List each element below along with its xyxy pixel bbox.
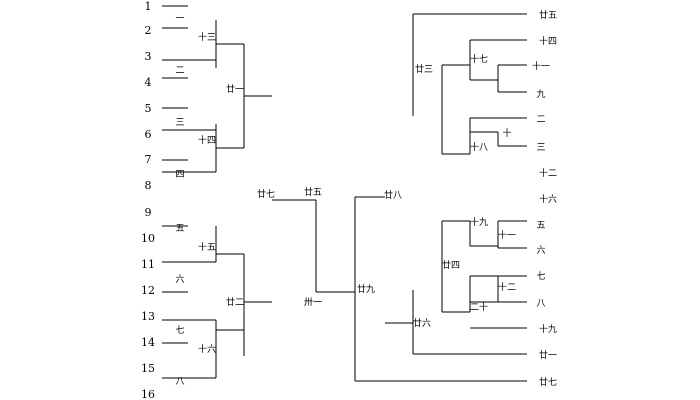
entry-label: 九 <box>536 89 545 100</box>
match-label: 六 <box>175 273 184 285</box>
row-number: 14 <box>141 336 155 349</box>
entry-label: 十六 <box>539 193 557 205</box>
row-number: 10 <box>141 232 155 245</box>
row-number: 7 <box>145 153 152 166</box>
row-number: 5 <box>145 102 152 115</box>
match-label: 一 <box>175 14 184 24</box>
entry-label: 七 <box>536 271 545 282</box>
entry-label: 十二 <box>539 167 557 179</box>
match-label: 廿八 <box>384 189 402 201</box>
entry-label: 廿一 <box>539 349 557 361</box>
bracket-lines <box>162 5 527 382</box>
entry-label: 十九 <box>539 323 557 335</box>
match-label: 十六 <box>198 343 216 355</box>
match-label: 十七 <box>470 53 488 65</box>
row-numbers: 1 2 3 4 5 6 7 8 9 10 11 12 13 14 15 16 <box>141 0 155 400</box>
match-label: 廿七 <box>257 188 275 200</box>
match-label: 二 <box>175 66 184 76</box>
row-number: 3 <box>145 50 152 63</box>
entry-label: 二 <box>536 115 545 125</box>
match-label: 三 <box>175 118 184 128</box>
row-number: 2 <box>145 24 152 37</box>
entry-label: 八 <box>536 299 545 309</box>
match-label: 廿三 <box>415 63 433 75</box>
entry-label: 十四 <box>539 35 557 47</box>
match-label: 廿五 <box>304 186 322 198</box>
match-label: 二十 <box>470 301 488 313</box>
match-label: 卅一 <box>304 297 322 308</box>
match-label: 廿四 <box>442 259 460 271</box>
row-number: 1 <box>145 0 152 13</box>
row-number: 13 <box>141 310 155 323</box>
row-number: 15 <box>141 362 155 375</box>
row-number: 12 <box>141 284 155 297</box>
match-label: 廿九 <box>357 283 375 295</box>
entry-label: 十一 <box>532 60 550 72</box>
row-number: 6 <box>145 128 152 141</box>
entry-label: 廿七 <box>539 376 557 388</box>
match-label: 十九 <box>470 216 488 228</box>
entry-label: 三 <box>536 143 545 153</box>
match-label: 七 <box>175 325 184 336</box>
right-labels: 廿五 十四 十一 九 二 三 十二 十六 五 六 七 八 十九 廿一 廿七 廿三… <box>413 9 557 388</box>
match-label: 四 <box>175 170 184 180</box>
row-number: 9 <box>145 206 152 219</box>
entry-label: 六 <box>536 244 545 256</box>
match-label: 廿二 <box>226 296 244 308</box>
left-labels: 一 二 三 四 五 六 七 八 十三 十四 十五 十六 廿一 廿二 <box>175 14 244 387</box>
match-label: 十五 <box>198 241 216 253</box>
match-label: 十 <box>502 127 511 139</box>
row-number: 16 <box>141 388 155 400</box>
match-label: 十八 <box>470 141 488 153</box>
center-labels: 廿七 廿五 卅一 廿八 廿九 <box>257 186 402 308</box>
match-label: 十一 <box>498 229 516 241</box>
entry-label: 廿五 <box>539 9 557 21</box>
row-number: 11 <box>141 258 155 271</box>
entry-label: 五 <box>536 221 545 231</box>
match-label: 五 <box>175 224 184 234</box>
match-label: 十三 <box>198 31 216 43</box>
row-number: 8 <box>145 179 152 192</box>
match-label: 十四 <box>198 134 216 146</box>
match-label: 十二 <box>498 281 516 293</box>
row-number: 4 <box>145 76 152 89</box>
match-label: 廿六 <box>413 317 431 329</box>
match-label: 廿一 <box>226 83 244 95</box>
match-label: 八 <box>175 377 184 387</box>
